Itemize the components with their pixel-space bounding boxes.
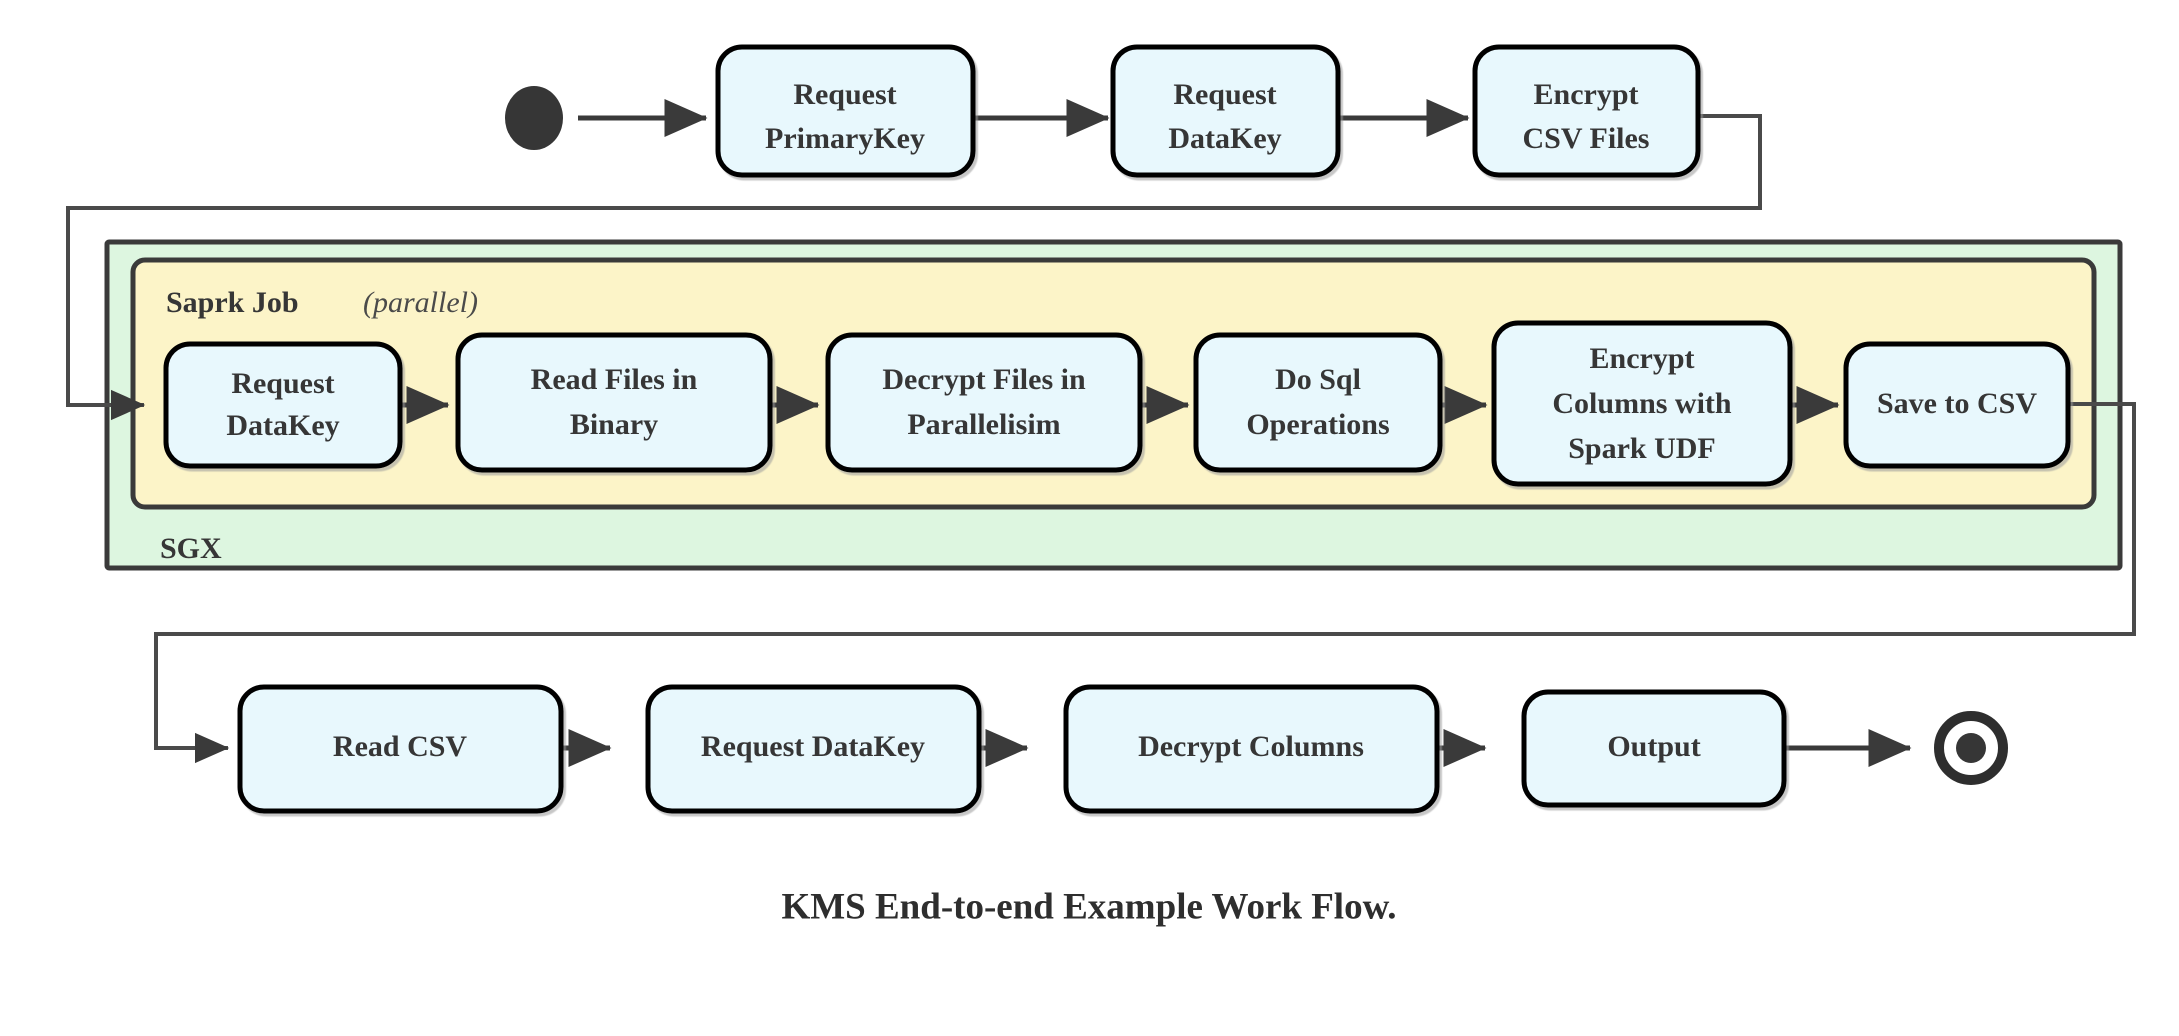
node-encrypt-columns-with-spark-udf-rect[interactable] [1491, 320, 1793, 487]
node-decrypt-columns-rect[interactable] [1063, 684, 1440, 814]
node-encrypt-csv-files-rect[interactable] [1472, 44, 1701, 178]
end-state-inner-dot [1956, 733, 1986, 763]
node-request-datakey-top-rect[interactable] [1110, 44, 1341, 178]
node-save-to-csv[interactable]: Save to CSV [1843, 341, 2071, 469]
node-do-sql-operations-rect[interactable] [1193, 332, 1443, 473]
connector-encrypt-csv-to-spark-datakey [66, 114, 1762, 421]
node-request-datakey-top-line1: Request [1173, 78, 1276, 111]
node-output[interactable]: Output [1521, 689, 1787, 808]
node-request-primarykey-line1: Request [793, 78, 896, 111]
node-request-datakey-top-line2: DataKey [1168, 122, 1281, 155]
node-encrypt-columns-with-spark-udf[interactable]: Encrypt Columns with Spark UDF [1491, 320, 1793, 487]
node-read-csv-rect[interactable] [237, 684, 564, 814]
node-read-files-in-binary-line1: Read Files in [531, 363, 698, 396]
node-output-line1: Output [1607, 730, 1700, 763]
node-request-primarykey[interactable]: Request PrimaryKey [715, 44, 976, 178]
node-decrypt-files-in-parallelisim[interactable]: Decrypt Files in Parallelisim [825, 332, 1143, 473]
node-read-files-in-binary-rect[interactable] [455, 332, 773, 473]
node-do-sql-operations-line1: Do Sql [1275, 363, 1361, 396]
node-request-datakey-spark-line1: Request [231, 367, 334, 400]
node-decrypt-files-in-parallelisim-rect[interactable] [825, 332, 1143, 473]
node-request-datakey-spark[interactable]: Request DataKey [163, 341, 403, 469]
end-state [1934, 711, 2008, 785]
diagram-caption: KMS End-to-end Example Work Flow. [781, 886, 1396, 927]
node-encrypt-csv-files[interactable]: Encrypt CSV Files [1472, 44, 1701, 178]
node-do-sql-operations[interactable]: Do Sql Operations [1193, 332, 1443, 473]
node-encrypt-columns-with-spark-udf-line1: Encrypt [1590, 342, 1695, 375]
node-request-primarykey-rect[interactable] [715, 44, 976, 178]
node-request-datakey-spark-line2: DataKey [226, 409, 339, 442]
node-save-to-csv-line1: Save to CSV [1877, 387, 2037, 420]
node-decrypt-files-in-parallelisim-line1: Decrypt Files in [882, 363, 1086, 396]
start-state-circle [505, 86, 563, 150]
node-encrypt-columns-with-spark-udf-line2: Columns with [1552, 387, 1732, 420]
node-encrypt-csv-files-line1: Encrypt [1534, 78, 1639, 111]
start-state [505, 86, 563, 150]
node-encrypt-csv-files-line2: CSV Files [1523, 122, 1650, 155]
spark-job-container-label: Saprk Job [166, 286, 299, 319]
sgx-container-label: SGX [160, 532, 222, 565]
node-do-sql-operations-line2: Operations [1246, 408, 1389, 441]
node-decrypt-columns[interactable]: Decrypt Columns [1063, 684, 1440, 814]
node-read-csv-line1: Read CSV [333, 730, 468, 763]
node-request-datakey-top[interactable]: Request DataKey [1110, 44, 1341, 178]
node-request-datakey-bottom[interactable]: Request DataKey [645, 684, 982, 814]
node-request-datakey-bottom-rect[interactable] [645, 684, 982, 814]
node-read-csv[interactable]: Read CSV [237, 684, 564, 814]
spark-job-parallel-label: (parallel) [363, 286, 478, 319]
node-encrypt-columns-with-spark-udf-line3: Spark UDF [1568, 432, 1716, 465]
connector-save-csv-to-read-csv [154, 402, 2136, 764]
node-read-files-in-binary-line2: Binary [570, 408, 658, 441]
node-request-primarykey-line2: PrimaryKey [765, 122, 925, 155]
node-request-datakey-spark-rect[interactable] [163, 341, 403, 469]
node-decrypt-columns-line1: Decrypt Columns [1138, 730, 1364, 763]
node-save-to-csv-rect[interactable] [1843, 341, 2071, 469]
node-request-datakey-bottom-line1: Request DataKey [701, 730, 925, 763]
node-output-rect[interactable] [1521, 689, 1787, 808]
node-read-files-in-binary[interactable]: Read Files in Binary [455, 332, 773, 473]
node-decrypt-files-in-parallelisim-line2: Parallelisim [907, 408, 1060, 441]
